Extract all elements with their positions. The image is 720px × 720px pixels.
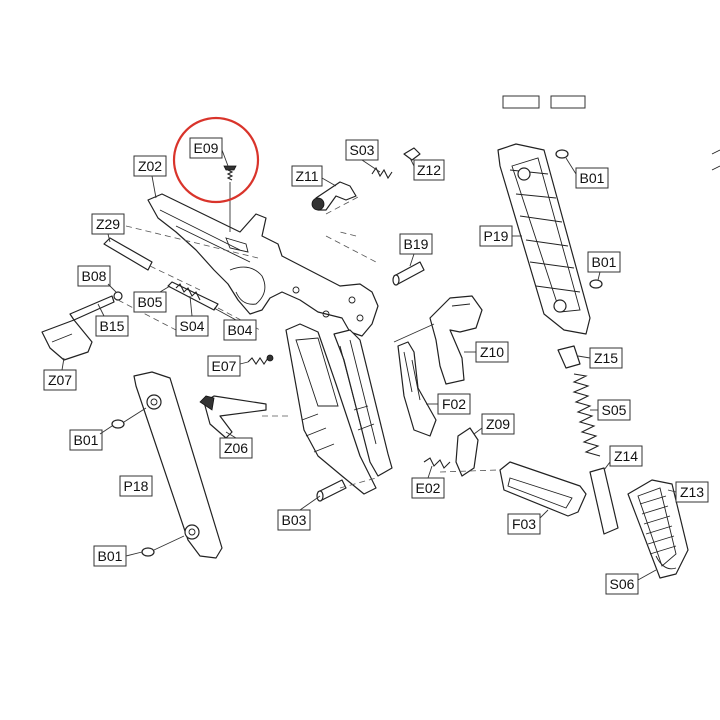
label-b19: B19 — [404, 236, 429, 252]
label-s06: S06 — [610, 576, 635, 592]
label-z29: Z29 — [96, 216, 120, 232]
screw-e09 — [223, 165, 237, 232]
label-box — [133, 155, 167, 177]
mainspring-group — [557, 345, 619, 535]
label-box — [399, 233, 433, 255]
label-e07: E07 — [212, 358, 237, 374]
label-layer: E09 S03 Z02 Z11 Z12 B01 Z29 B19 P19 — [43, 137, 709, 595]
label-box — [133, 291, 167, 313]
label-z15: Z15 — [594, 350, 618, 366]
label-z06: Z06 — [224, 440, 248, 456]
grip-safety — [393, 295, 483, 385]
highlight-circle — [172, 116, 260, 204]
label-s04: S04 — [180, 318, 205, 334]
label-b03: B03 — [282, 512, 307, 528]
label-box — [413, 159, 445, 181]
label-b04: B04 — [228, 322, 253, 338]
label-b08: B08 — [82, 268, 107, 284]
label-p18: P18 — [124, 478, 149, 494]
sear-spring — [397, 341, 437, 437]
label-box — [609, 445, 643, 467]
label-box — [587, 251, 621, 273]
disconnector — [423, 427, 479, 477]
label-box — [43, 369, 77, 391]
label-s05: S05 — [602, 402, 627, 418]
label-b01: B01 — [580, 170, 605, 186]
label-box — [575, 167, 609, 189]
label-box — [95, 315, 129, 337]
label-box — [291, 165, 323, 187]
magazine-plate — [499, 461, 587, 517]
main-grip-frame — [285, 323, 393, 495]
frame-part — [147, 193, 379, 337]
label-z10: Z10 — [480, 344, 504, 360]
label-box — [481, 413, 515, 435]
cropped-label-boxes — [502, 95, 586, 109]
assembly-lines — [117, 225, 499, 489]
mainspring-housing — [627, 479, 689, 579]
label-s03: S03 — [350, 142, 375, 158]
label-e02: E02 — [416, 480, 441, 496]
edge-mark — [711, 149, 720, 171]
label-f02: F02 — [442, 396, 466, 412]
label-box — [207, 355, 241, 377]
label-b15: B15 — [100, 318, 125, 334]
label-z14: Z14 — [614, 448, 638, 464]
grip-panel-right — [497, 143, 603, 335]
safety-part — [199, 395, 267, 439]
label-z13: Z13 — [680, 484, 704, 500]
label-b01: B01 — [74, 432, 99, 448]
pins-group — [103, 237, 261, 331]
label-b01: B01 — [592, 254, 617, 270]
grip-panel-left — [111, 371, 223, 559]
label-z07: Z07 — [48, 372, 72, 388]
label-box — [277, 509, 311, 531]
label-box — [69, 429, 103, 451]
label-z12: Z12 — [417, 162, 441, 178]
label-box — [77, 265, 111, 287]
label-z11: Z11 — [295, 168, 318, 184]
pin-b19 — [392, 261, 425, 286]
label-b01: B01 — [98, 548, 123, 564]
label-z09: Z09 — [486, 416, 510, 432]
label-f03: F03 — [512, 516, 536, 532]
label-box — [605, 573, 639, 595]
label-box — [507, 513, 541, 535]
slide-stop — [41, 291, 123, 361]
label-box — [119, 475, 153, 497]
screw-e07 — [247, 354, 274, 365]
label-z02: Z02 — [138, 158, 162, 174]
label-p19: P19 — [484, 228, 509, 244]
label-b05: B05 — [138, 294, 163, 310]
label-box — [223, 319, 257, 341]
label-box — [189, 137, 223, 159]
pin-b03 — [316, 479, 347, 502]
hammer-group — [311, 147, 421, 237]
label-e09: E09 — [194, 140, 219, 156]
